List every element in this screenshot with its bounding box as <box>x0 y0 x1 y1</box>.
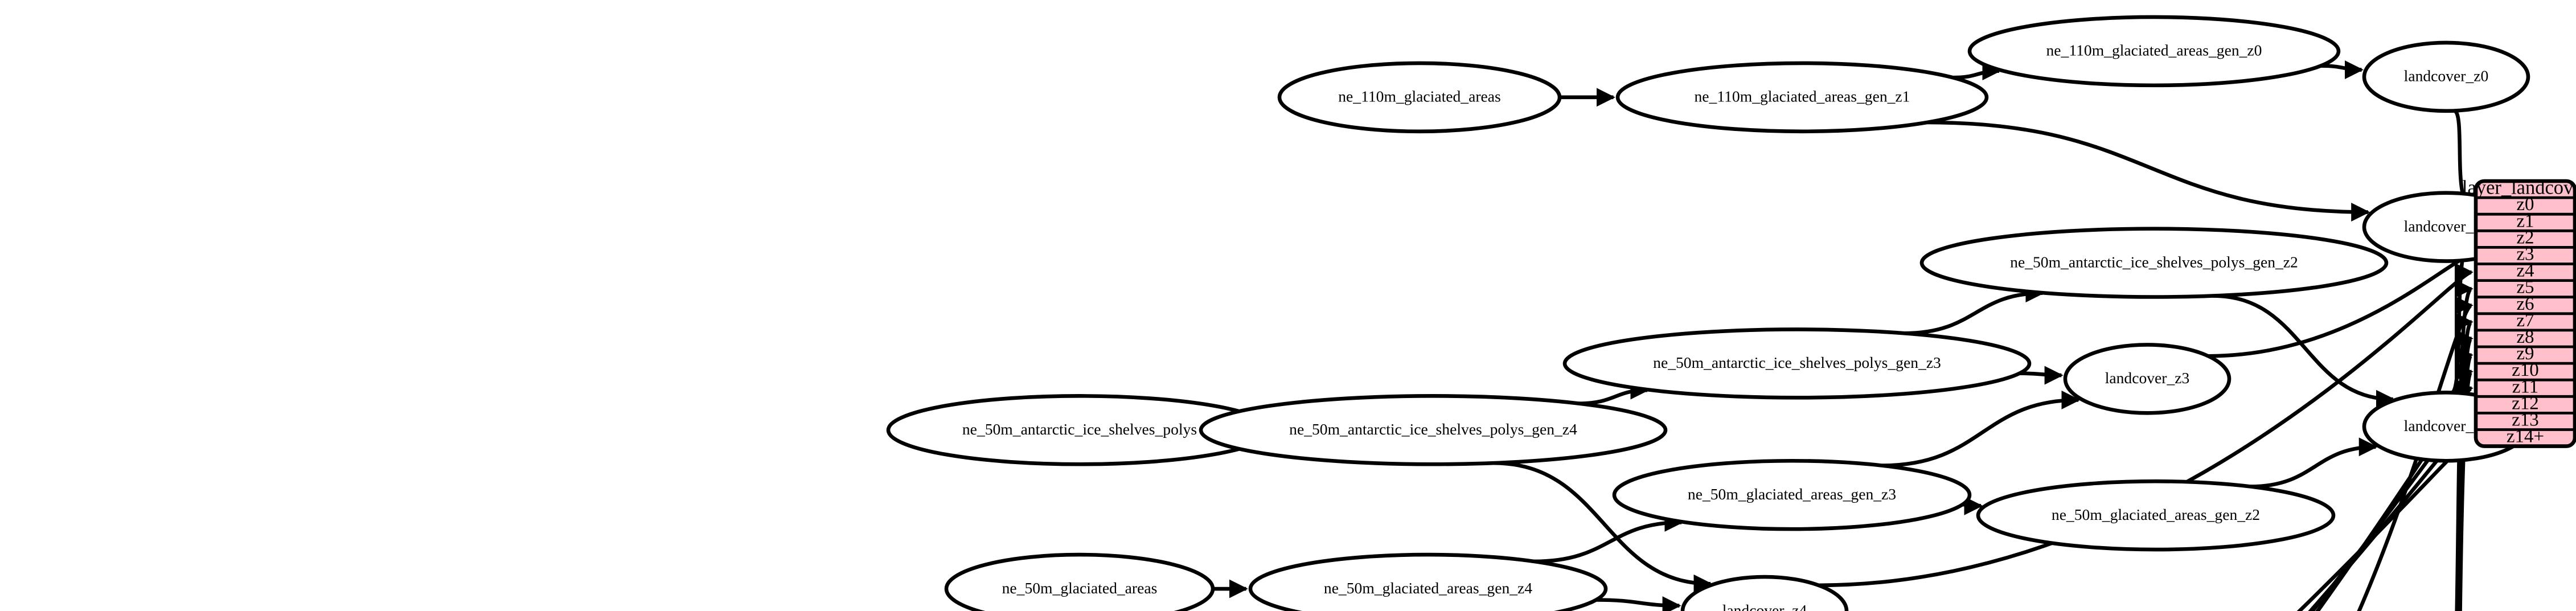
graph-edge <box>2454 280 2474 611</box>
node-label: ne_50m_glaciated_areas_gen_z3 <box>1688 485 1896 503</box>
node-label: ne_50m_glaciated_areas_gen_z2 <box>2052 506 2260 523</box>
node-label: landcover_z3 <box>2105 369 2190 387</box>
node-ellipse <box>1248 552 1608 611</box>
graph-edge <box>1952 61 2001 81</box>
layer-landcover-table: layer_landcoverz0z1z2z3z4z5z6z7z8z9z10z1… <box>2462 177 2576 448</box>
graph-node[interactable]: ne_110m_glaciated_areas_gen_z1 <box>1615 61 1989 134</box>
graph-node[interactable]: ne_50m_antarctic_ice_shelves_polys_gen_z… <box>1199 394 1668 466</box>
table-row-label[interactable]: z8 <box>2516 327 2534 347</box>
table-row-label[interactable]: z9 <box>2516 343 2534 364</box>
table-header-label: layer_landcover <box>2462 177 2576 198</box>
node-ellipse <box>1967 15 2341 88</box>
graph-node[interactable]: ne_50m_glaciated_areas_gen_z4 <box>1248 552 1608 611</box>
table-row-label[interactable]: z12 <box>2512 393 2539 413</box>
node-ellipse <box>1680 575 1849 611</box>
node-label: landcover_z0 <box>2404 67 2489 85</box>
graph-edge <box>2454 313 2474 611</box>
node-ellipse <box>1277 61 1562 134</box>
table-row-label[interactable]: z2 <box>2516 227 2534 248</box>
node-ellipse <box>1976 479 2336 552</box>
table-row-label[interactable]: z13 <box>2512 410 2539 430</box>
table-row-label[interactable]: z10 <box>2512 360 2539 380</box>
node-label: ne_50m_glaciated_areas <box>1002 579 1158 597</box>
graph-node[interactable]: ne_50m_antarctic_ice_shelves_polys_gen_z… <box>1919 227 2389 299</box>
table-row-label[interactable]: z5 <box>2516 277 2534 298</box>
graph-edge <box>2250 437 2378 489</box>
node-ellipse <box>2362 40 2530 113</box>
graph-edge <box>2213 294 2395 409</box>
graph-edge <box>2019 366 2064 385</box>
graph-edge <box>1494 461 1713 593</box>
graph-node[interactable]: landcover_z3 <box>2063 343 2232 415</box>
node-label: ne_50m_antarctic_ice_shelves_polys_gen_z… <box>1653 354 1941 371</box>
table-row-label[interactable]: z1 <box>2516 211 2534 231</box>
table-row-label[interactable]: z11 <box>2512 376 2538 397</box>
node-ellipse <box>1615 61 1989 134</box>
table-row-label[interactable]: z7 <box>2516 310 2534 331</box>
graph-node[interactable]: landcover_z4 <box>1680 575 1849 611</box>
graph-node[interactable]: ne_50m_glaciated_areas_gen_z2 <box>1976 479 2336 552</box>
node-label: ne_50m_antarctic_ice_shelves_polys_gen_z… <box>2010 253 2298 270</box>
graph-edge <box>1534 512 1684 564</box>
node-label: ne_50m_antarctic_ice_shelves_polys <box>962 420 1197 438</box>
table-row-label[interactable]: z4 <box>2516 261 2534 281</box>
graph-edge <box>2308 413 2474 611</box>
graph-edge <box>1596 596 1681 611</box>
graph-node[interactable]: landcover_z0 <box>2362 40 2530 113</box>
node-ellipse <box>2063 343 2232 415</box>
node-label: ne_50m_antarctic_ice_shelves_polys_gen_z… <box>1289 420 1577 438</box>
node-ellipse <box>1612 458 1972 531</box>
graph-edge <box>1578 380 1650 405</box>
node-label: ne_50m_glaciated_areas_gen_z4 <box>1324 579 1532 597</box>
node-ellipse <box>1919 227 2389 299</box>
table-row-label[interactable]: z6 <box>2516 294 2534 314</box>
node-label: ne_110m_glaciated_areas_gen_z1 <box>1695 88 1910 105</box>
graph-edge <box>1882 390 2081 468</box>
table-row-label[interactable]: z3 <box>2516 244 2534 265</box>
graph-edge <box>1904 284 2045 335</box>
node-ellipse <box>1199 394 1668 466</box>
node-label: ne_110m_glaciated_areas_gen_z0 <box>2046 42 2262 59</box>
node-ellipse <box>944 552 1215 611</box>
nodes-layer: imposm3osm_landcover_polygonsimplify_vw_… <box>886 15 2530 611</box>
node-label: ne_110m_glaciated_areas <box>1338 88 1500 105</box>
graph-edge <box>2320 60 2364 80</box>
graph-edge <box>1818 263 2474 588</box>
graph-node[interactable]: ne_50m_antarctic_ice_shelves_polys_gen_z… <box>1562 327 2032 400</box>
graph-edge <box>2310 396 2474 611</box>
table-row-label[interactable]: z0 <box>2516 194 2534 215</box>
graph-node[interactable]: ne_110m_glaciated_areas <box>1277 61 1562 134</box>
graph-node[interactable]: ne_50m_glaciated_areas_gen_z3 <box>1612 458 1972 531</box>
graph-node[interactable]: ne_50m_glaciated_areas <box>944 552 1215 611</box>
node-ellipse <box>1562 327 2032 400</box>
table-row-label[interactable]: z14+ <box>2507 427 2544 447</box>
graph-node[interactable]: ne_110m_glaciated_areas_gen_z0 <box>1967 15 2341 88</box>
graph-node[interactable]: ne_50m_antarctic_ice_shelves_polys <box>886 394 1273 466</box>
graph-edge <box>1927 120 2370 222</box>
node-label: landcover_z4 <box>1722 601 1807 611</box>
